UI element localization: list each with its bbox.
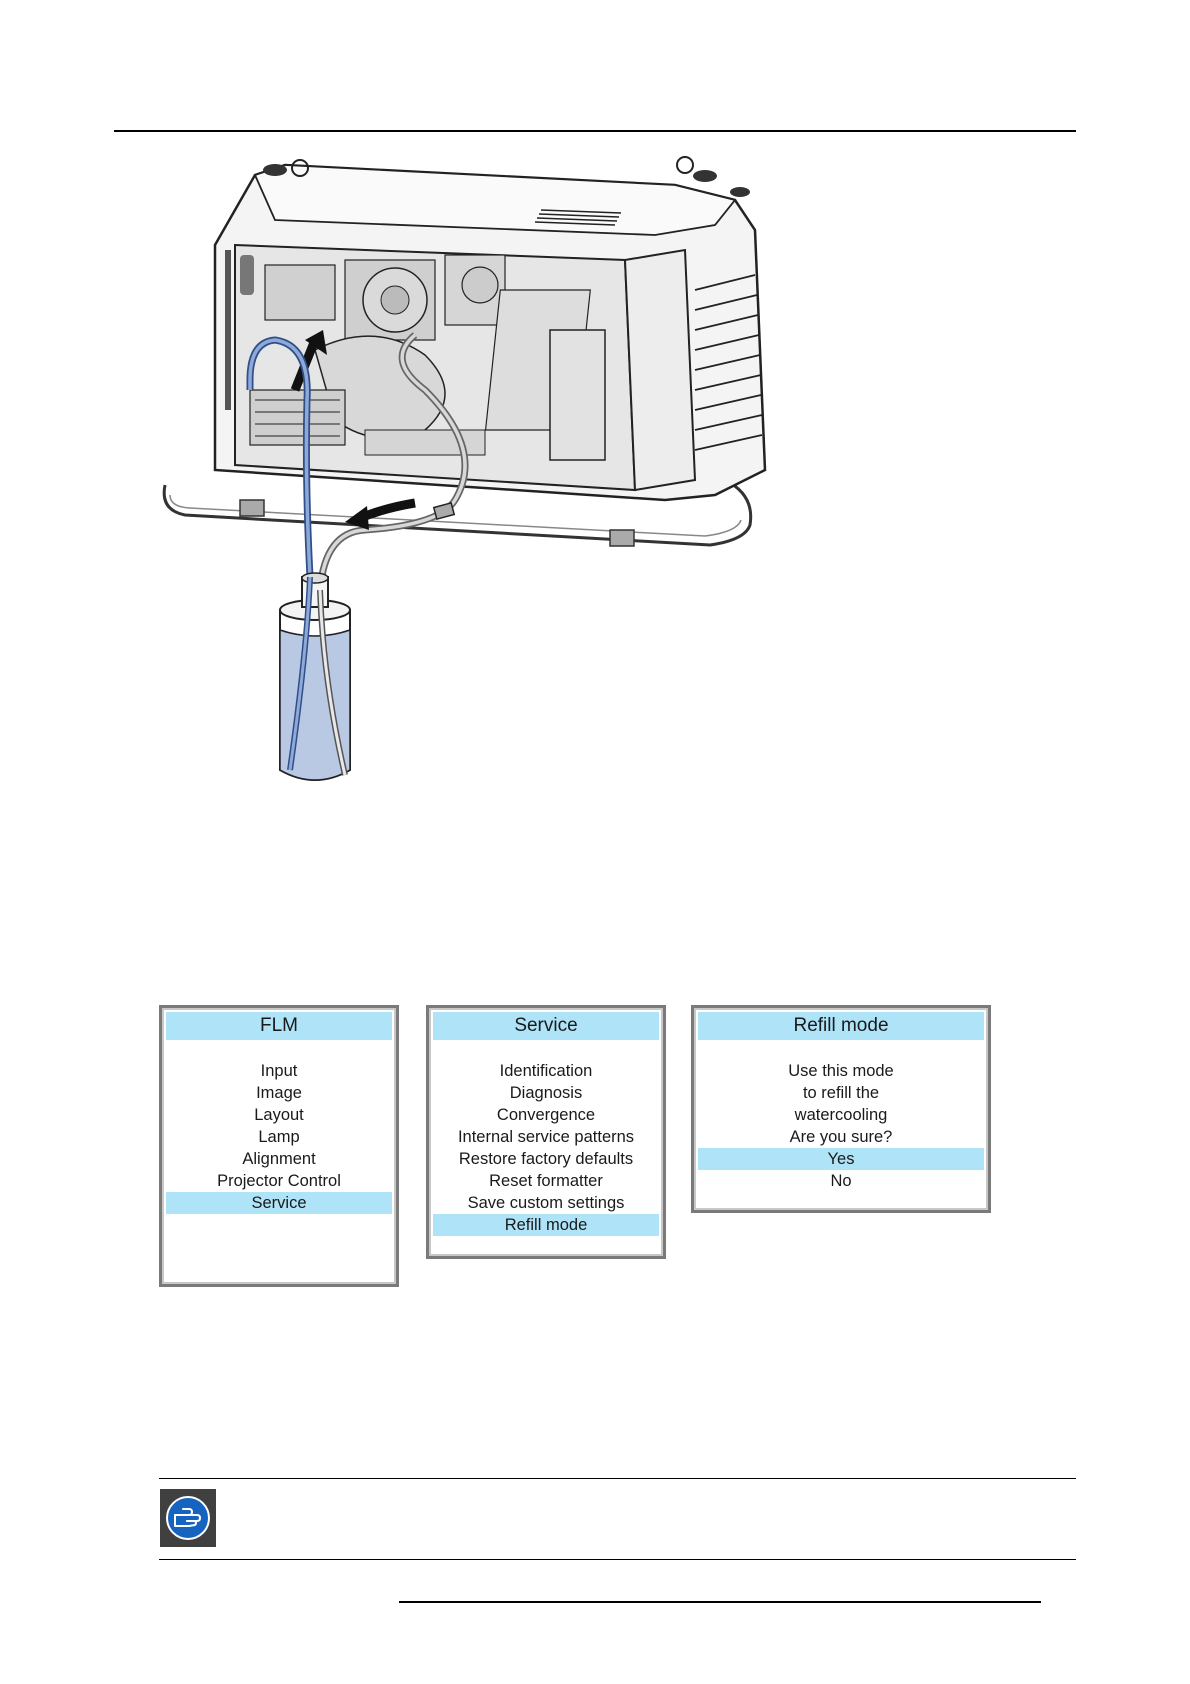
flm-menu-item-service[interactable]: Service bbox=[166, 1192, 392, 1214]
footer-rule bbox=[399, 1601, 1041, 1603]
refill-mode-title: Refill mode bbox=[698, 1012, 984, 1040]
refill-mode-message-line-3: watercooling bbox=[698, 1104, 984, 1126]
service-menu-item-internal-service-patterns[interactable]: Internal service patterns bbox=[433, 1126, 659, 1148]
service-menu-item-convergence[interactable]: Convergence bbox=[433, 1104, 659, 1126]
flm-menu: FLM Input Image Layout Lamp Alignment Pr… bbox=[159, 1005, 399, 1287]
foot-left bbox=[240, 500, 264, 516]
projector-refill-illustration bbox=[155, 150, 855, 800]
refill-mode-question: Are you sure? bbox=[698, 1126, 984, 1148]
service-menu-item-diagnosis[interactable]: Diagnosis bbox=[433, 1082, 659, 1104]
flm-menu-item-input[interactable]: Input bbox=[166, 1060, 392, 1082]
flm-menu-item-projector-control[interactable]: Projector Control bbox=[166, 1170, 392, 1192]
note-top-rule bbox=[159, 1478, 1076, 1479]
refill-mode-yes-option[interactable]: Yes bbox=[698, 1148, 984, 1170]
refill-mode-no-option[interactable]: No bbox=[698, 1170, 984, 1192]
flm-menu-item-alignment[interactable]: Alignment bbox=[166, 1148, 392, 1170]
foot-right bbox=[610, 530, 634, 546]
note-bottom-rule bbox=[159, 1559, 1076, 1560]
refill-mode-message-line-1: Use this mode bbox=[698, 1060, 984, 1082]
service-menu-item-refill-mode[interactable]: Refill mode bbox=[433, 1214, 659, 1236]
flm-menu-item-layout[interactable]: Layout bbox=[166, 1104, 392, 1126]
service-menu-item-reset-formatter[interactable]: Reset formatter bbox=[433, 1170, 659, 1192]
flm-menu-item-image[interactable]: Image bbox=[166, 1082, 392, 1104]
arrow-left bbox=[360, 503, 415, 518]
service-menu-item-save-custom-settings[interactable]: Save custom settings bbox=[433, 1192, 659, 1214]
flm-menu-title: FLM bbox=[166, 1012, 392, 1040]
pointing-hand-icon bbox=[160, 1489, 216, 1547]
refill-mode-message-line-2: to refill the bbox=[698, 1082, 984, 1104]
service-menu-item-restore-factory-defaults[interactable]: Restore factory defaults bbox=[433, 1148, 659, 1170]
flm-menu-item-lamp[interactable]: Lamp bbox=[166, 1126, 392, 1148]
header-rule bbox=[114, 130, 1076, 132]
service-menu-item-identification[interactable]: Identification bbox=[433, 1060, 659, 1082]
refill-mode-dialog: Refill mode Use this mode to refill the … bbox=[691, 1005, 991, 1213]
service-menu-title: Service bbox=[433, 1012, 659, 1040]
service-menu: Service Identification Diagnosis Converg… bbox=[426, 1005, 666, 1259]
